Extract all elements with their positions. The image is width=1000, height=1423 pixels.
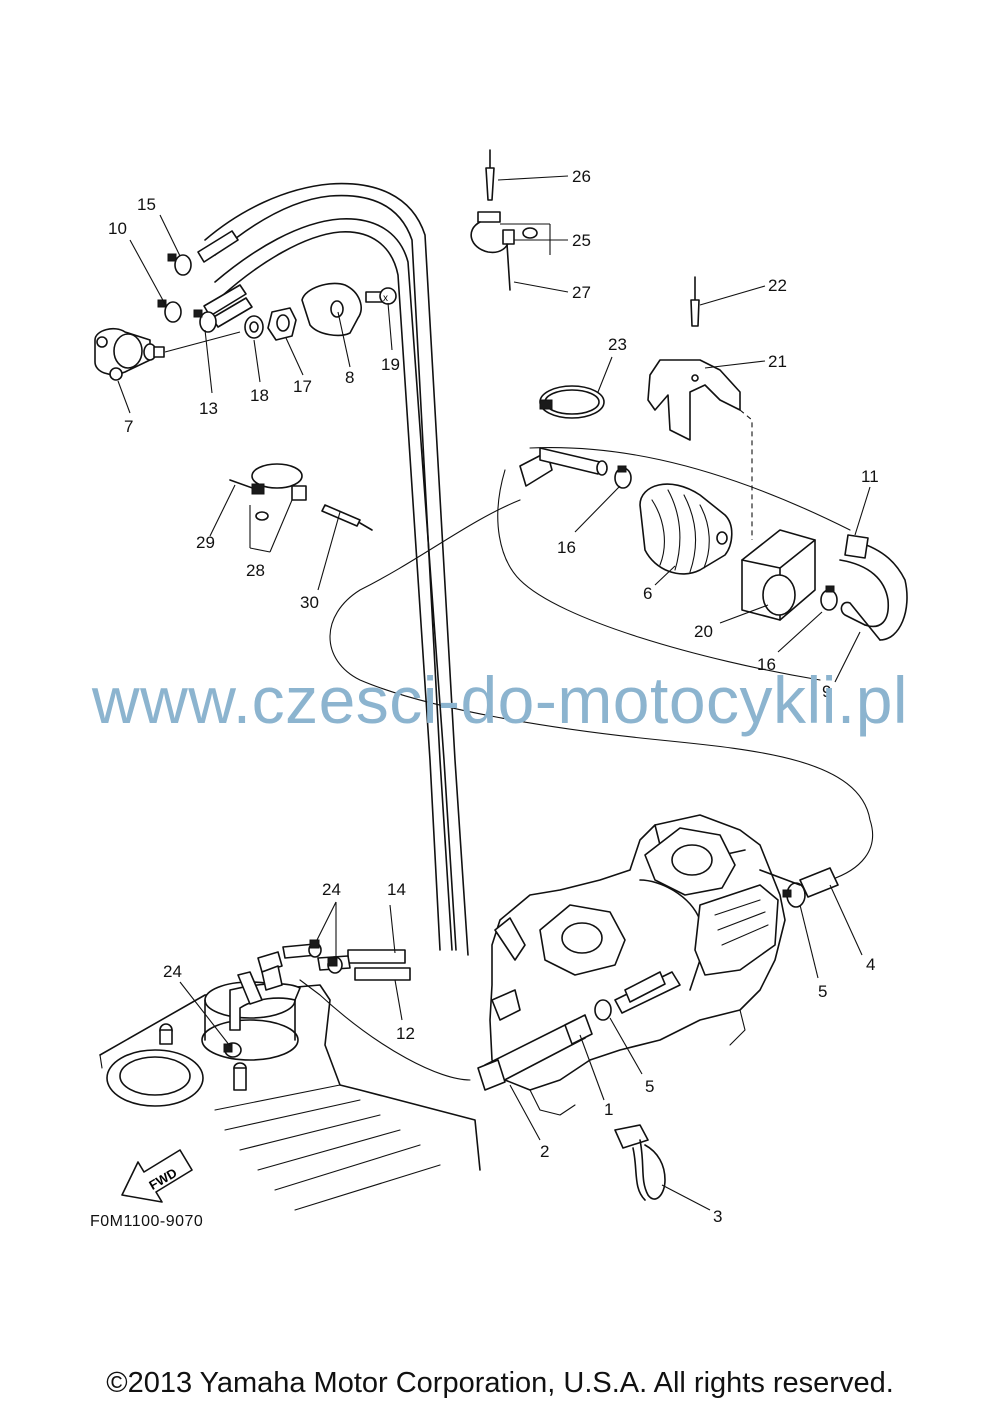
callout-26: 26 <box>572 167 591 186</box>
callout-23: 23 <box>608 335 627 354</box>
callout-3: 3 <box>713 1207 722 1226</box>
callout-29: 29 <box>196 533 215 552</box>
callout-15: 15 <box>137 195 156 214</box>
callout-14: 14 <box>387 880 406 899</box>
fuel-tank <box>99 939 481 1211</box>
clamp-23 <box>539 385 605 419</box>
callout-18: 18 <box>250 386 269 405</box>
callout-4: 4 <box>866 955 875 974</box>
callout-16b: 16 <box>757 655 776 674</box>
clip-26-25-27 <box>470 149 538 291</box>
callout-1: 1 <box>604 1100 613 1119</box>
callout-5a: 5 <box>818 982 827 1001</box>
bracket-21-22 <box>647 276 753 540</box>
vent-hose-loop <box>299 446 874 1081</box>
figure-code: F0M1100-9070 <box>90 1213 204 1230</box>
hose-11-9 <box>820 534 908 641</box>
svg-text:x: x <box>383 293 388 304</box>
fwd-arrow: FWD <box>121 1149 193 1203</box>
callout-numbers: 1 2 3 4 5 5 6 7 8 9 10 11 12 13 14 15 16… <box>108 167 879 1226</box>
callout-17: 17 <box>293 377 312 396</box>
small-clamps-top-left <box>157 253 217 333</box>
callout-10: 10 <box>108 219 127 238</box>
hose-4-5 <box>759 867 839 908</box>
callout-13: 13 <box>199 399 218 418</box>
clamp-29-28-30 <box>229 463 373 553</box>
callout-16a: 16 <box>557 538 576 557</box>
callout-6: 6 <box>643 584 652 603</box>
callout-20: 20 <box>694 622 713 641</box>
callout-30: 30 <box>300 593 319 612</box>
holder-20 <box>741 529 816 621</box>
callout-21: 21 <box>768 352 787 371</box>
callout-19: 19 <box>381 355 400 374</box>
fasteners-row: x <box>244 282 397 341</box>
callout-24a: 24 <box>322 880 341 899</box>
callout-27: 27 <box>572 283 591 302</box>
callout-12: 12 <box>396 1024 415 1043</box>
callout-22: 22 <box>768 276 787 295</box>
hose-1-2 <box>477 971 681 1091</box>
callout-24b: 24 <box>163 962 182 981</box>
callout-9: 9 <box>822 682 831 701</box>
engine-block <box>489 814 786 1116</box>
copyright-notice: ©2013 Yamaha Motor Corporation, U.S.A. A… <box>106 1367 894 1399</box>
callout-leaders <box>117 175 871 1211</box>
callout-28: 28 <box>246 561 265 580</box>
callout-25: 25 <box>572 231 591 250</box>
part-7-valve <box>94 328 241 381</box>
hose-upper-right <box>519 447 632 489</box>
callout-5b: 5 <box>645 1077 654 1096</box>
callout-8: 8 <box>345 368 354 387</box>
bellows-6 <box>639 483 733 575</box>
clamp-3 <box>614 1124 666 1201</box>
callout-7: 7 <box>124 417 133 436</box>
callout-2: 2 <box>540 1142 549 1161</box>
callout-11: 11 <box>861 467 879 486</box>
